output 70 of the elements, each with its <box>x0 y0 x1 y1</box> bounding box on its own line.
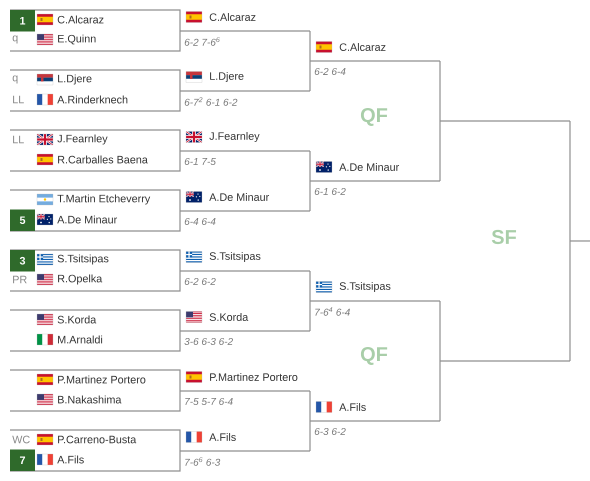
score-text: 3-6 6-3 6-2 <box>184 338 233 346</box>
player-name: S.Tsitsipas <box>340 282 390 292</box>
bracket-line <box>439 61 441 121</box>
player-name: S.Tsitsipas <box>58 254 108 265</box>
bracket-line <box>439 301 441 361</box>
player-name: A.De Minaur <box>339 163 400 171</box>
score-text: 6-2 7-6$^{6}$ <box>184 37 220 46</box>
player-name: R.Opelka <box>58 274 102 285</box>
player-name: L.Djere <box>210 72 244 82</box>
player-name: J.Fearnley <box>209 132 260 142</box>
bracket-line <box>309 271 311 301</box>
seed-badge: 5 <box>10 210 35 231</box>
bracket-line <box>439 361 441 421</box>
entry-label: PR <box>13 276 27 284</box>
player-name: P.Carreno-Busta <box>58 436 136 444</box>
player-name: R.Carballes Baena <box>58 156 148 164</box>
bracket-line <box>309 151 311 181</box>
score-text: 6-1 6-2 <box>314 188 346 196</box>
player-name: C.Alcaraz <box>210 13 256 21</box>
bracket-line <box>439 121 441 181</box>
player-name: A.Fils <box>209 433 236 441</box>
player-name: J.Fearnley <box>57 134 108 145</box>
round-label: QF <box>360 347 388 365</box>
entry-label: q <box>12 35 18 44</box>
player-name: C.Alcaraz <box>58 16 104 24</box>
seed-badge: 1 <box>10 10 35 32</box>
player-name: A.Fils <box>339 403 366 411</box>
player-name: T.Martin Etcheverry <box>57 194 150 205</box>
entry-label: WC <box>12 436 30 444</box>
score-text: 7-6$^{4}$ 6-4 <box>315 307 350 316</box>
player-name: S.Korda <box>58 316 96 324</box>
entry-label: LL <box>13 136 24 144</box>
score-text: 6-2 6-2 <box>184 278 216 286</box>
bracket-line <box>309 421 311 451</box>
score-text: 7-6$^{6}$ 6-3 <box>185 457 220 466</box>
slot-line <box>440 360 570 362</box>
player-name: L.Djere <box>58 74 92 85</box>
slot-line <box>570 240 590 242</box>
round-label: SF <box>492 230 516 244</box>
score-text: 6-7$^{2}$ 6-1 6-2 <box>184 97 238 106</box>
bracket-line <box>309 301 311 331</box>
seed-badge: 3 <box>10 250 35 272</box>
bracket-line <box>309 391 311 421</box>
player-name: A.Rinderknech <box>57 96 128 104</box>
player-name: E.Quinn <box>58 34 96 44</box>
player-name: P.Martinez Portero <box>58 376 146 384</box>
score-text: 6-4 6-4 <box>184 218 216 226</box>
player-name: S.Tsitsipas <box>210 252 260 262</box>
bracket-line <box>309 31 311 61</box>
slot-line <box>440 120 570 122</box>
player-name: M.Arnaldi <box>58 336 102 344</box>
bracket-line <box>309 61 311 91</box>
entry-label: LL <box>13 96 24 104</box>
player-name: A.De Minaur <box>57 216 118 224</box>
player-name: B.Nakashima <box>58 396 122 404</box>
score-text: 6-2 6-4 <box>314 68 346 76</box>
score-text: 7-5 5-7 6-4 <box>185 398 233 406</box>
round-label: QF <box>360 108 388 126</box>
bracket-line <box>569 121 571 241</box>
player-name: A.Fils <box>57 456 84 464</box>
bracket-line <box>569 241 571 361</box>
seed-badge: 7 <box>10 450 35 471</box>
player-name: C.Alcaraz <box>340 43 386 51</box>
score-text: 6-1 7-5 <box>184 158 216 166</box>
player-name: S.Korda <box>210 313 248 321</box>
player-name: A.De Minaur <box>209 193 270 201</box>
score-text: 6-3 6-2 <box>314 428 346 436</box>
bracket-line <box>309 181 311 211</box>
player-name: P.Martinez Portero <box>210 373 298 381</box>
entry-label: q <box>12 75 18 84</box>
